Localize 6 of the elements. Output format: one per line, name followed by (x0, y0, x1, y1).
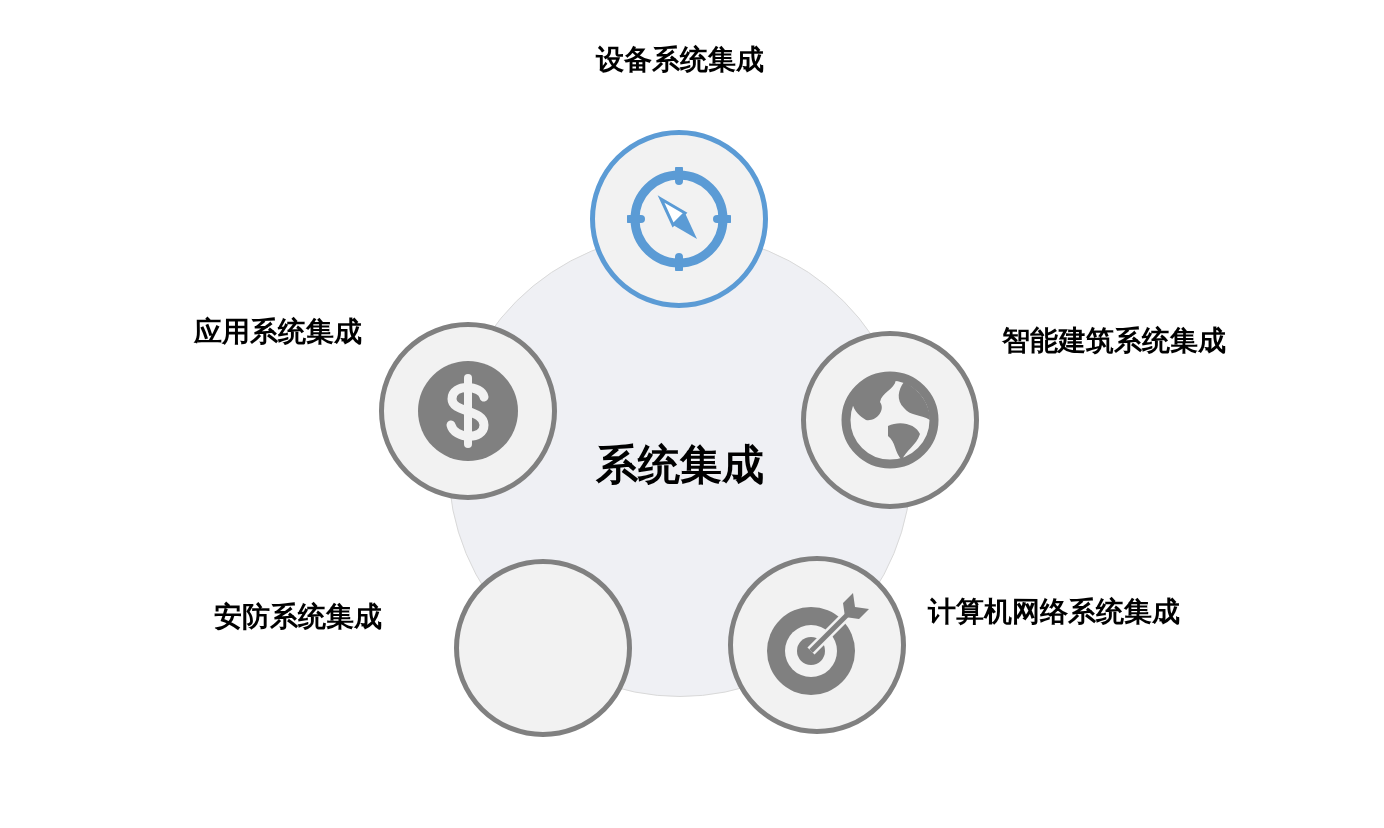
item-label: 智能建筑系统集成 (1002, 324, 1226, 358)
item-label: 应用系统集成 (194, 315, 362, 349)
item-label: 计算机网络系统集成 (928, 595, 1180, 629)
item-label: 设备系统集成 (596, 43, 764, 77)
hub-title: 系统集成 (595, 440, 765, 490)
item-label: 安防系统集成 (214, 600, 382, 634)
